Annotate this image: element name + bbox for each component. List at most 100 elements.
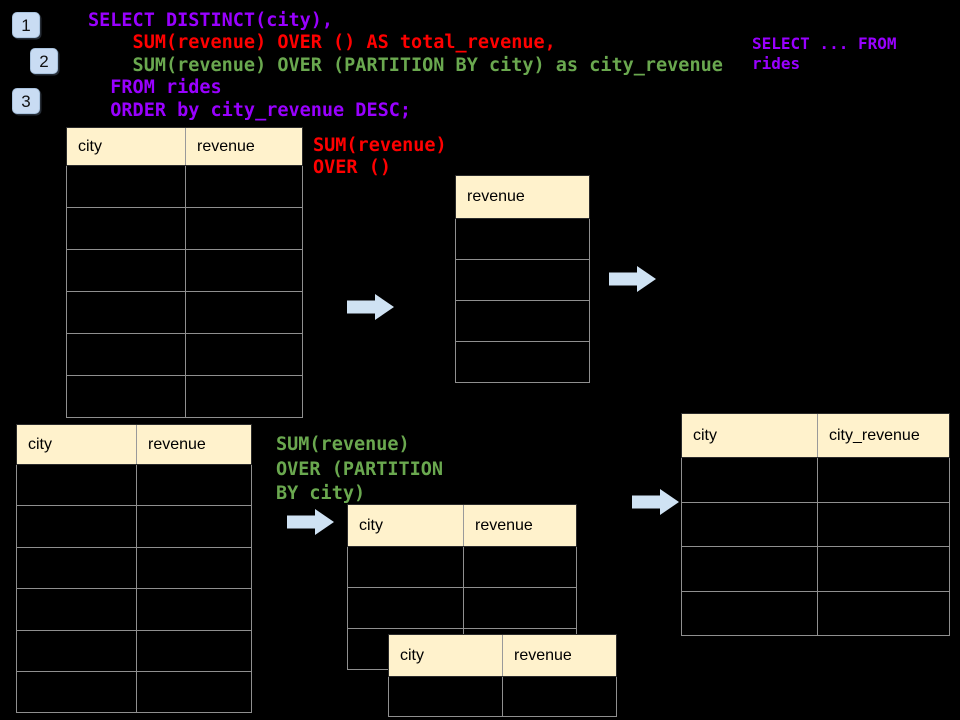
table-cell (136, 505, 252, 548)
table-cell (16, 670, 137, 714)
column-header-revenue: revenue (136, 424, 252, 465)
table-row (681, 546, 950, 592)
total-window-label: SUM(revenue)OVER () (313, 135, 447, 178)
column-header-city: city (681, 413, 818, 458)
column-header-revenue: revenue (455, 175, 590, 219)
table-cell (817, 501, 950, 547)
table-cell (66, 249, 186, 292)
arrow-right-icon (347, 294, 394, 320)
arrow-right-icon (609, 266, 656, 292)
table-row (347, 587, 577, 629)
table-cell (136, 546, 252, 590)
sql-code-line-4: FROM rides (88, 77, 222, 99)
table-cell (347, 546, 464, 588)
table-row (16, 546, 252, 590)
table-row (66, 207, 303, 250)
table-cell (681, 546, 818, 592)
table-cell (136, 629, 252, 672)
sql-code-line-1: SELECT DISTINCT(city), (88, 10, 334, 31)
table-total-revenue-result: revenue (455, 175, 590, 383)
sql-code-line-3: SUM(revenue) OVER (PARTITION BY city) as… (88, 54, 723, 76)
column-header-city: city (388, 634, 503, 677)
table-row (455, 341, 590, 383)
table-cell (16, 629, 137, 672)
table-cell (136, 670, 252, 714)
table-cell (16, 588, 137, 631)
table-row (16, 629, 252, 672)
table-row (455, 300, 590, 342)
table-cell (66, 333, 186, 376)
column-header-city_revenue: city_revenue (817, 413, 950, 458)
step-badge-2-label: 2 (39, 51, 49, 71)
table-row (16, 505, 252, 548)
label-partition-window-line-1: SUM(revenue) (276, 434, 410, 455)
table-row (66, 165, 303, 208)
column-header-revenue: revenue (185, 127, 303, 166)
table-cell (455, 300, 590, 342)
table-row (16, 463, 252, 507)
table-cell (185, 375, 303, 418)
table-cell (817, 546, 950, 592)
arrow-right-icon (632, 489, 679, 515)
table-cell (66, 165, 186, 208)
table-cell (185, 249, 303, 292)
table-cell (463, 546, 577, 588)
arrow-right-icon (287, 509, 334, 535)
table-row (66, 333, 303, 376)
column-header-city: city (347, 504, 464, 547)
table-row (66, 249, 303, 292)
table-cell (16, 505, 137, 548)
table-cell (66, 375, 186, 418)
table-row (16, 670, 252, 714)
label-total-window-line-2: OVER () (313, 156, 391, 178)
table-cell (455, 341, 590, 383)
step-badge-2: 2 (30, 48, 58, 74)
table-cell (817, 590, 950, 636)
table-row (347, 546, 577, 588)
table-row (681, 457, 950, 503)
table-cell (817, 457, 950, 503)
side-note-line-1: SELECT ... FROM (752, 34, 897, 53)
side-note-line-2: rides (752, 54, 801, 74)
table-cell (66, 291, 186, 334)
table-cell (463, 587, 577, 629)
column-header-revenue: revenue (502, 634, 617, 677)
table-cell (185, 291, 303, 334)
step-badge-3-label: 3 (21, 91, 31, 111)
table-cell (455, 218, 590, 260)
sql-code-line-2: SUM(revenue) OVER () AS total_revenue, (88, 32, 556, 54)
table-row (388, 676, 617, 717)
table-cell (681, 590, 818, 636)
column-header-city: city (66, 127, 186, 166)
table-cell (185, 207, 303, 250)
table-cell (185, 165, 303, 208)
column-header-city: city (16, 424, 137, 465)
table-cell (455, 259, 590, 301)
table-cell (347, 587, 464, 629)
table-row (16, 588, 252, 631)
table-row (681, 590, 950, 636)
table-cell (66, 207, 186, 250)
label-partition-window-line-2: OVER (PARTITION (276, 458, 444, 480)
table-cell (136, 588, 252, 631)
table-row (455, 259, 590, 301)
table-cell (16, 546, 137, 590)
table-cell (16, 463, 137, 507)
table-cell (185, 333, 303, 376)
table-row (681, 501, 950, 547)
step-badge-3: 3 (12, 88, 40, 114)
table-cell (136, 463, 252, 507)
table-cell (681, 501, 818, 547)
label-total-window-line-1: SUM(revenue) (313, 135, 447, 156)
table-cell (681, 457, 818, 503)
column-header-revenue: revenue (463, 504, 577, 547)
